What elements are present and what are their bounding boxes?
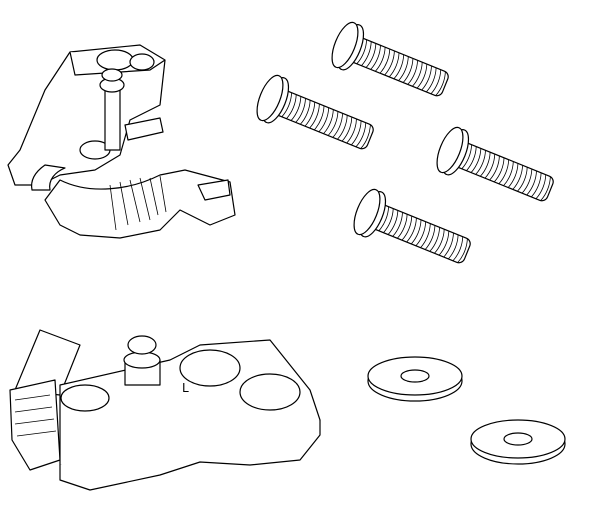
screw [256, 74, 374, 150]
screw [436, 126, 554, 202]
upper-bracket-assembly [7, 44, 236, 239]
screws [256, 21, 554, 264]
screw [331, 21, 449, 97]
lower-bracket-assembly: L [9, 329, 321, 491]
washer [367, 356, 463, 402]
part-mark: L [182, 381, 189, 395]
screw [353, 188, 471, 264]
washer [470, 419, 566, 465]
